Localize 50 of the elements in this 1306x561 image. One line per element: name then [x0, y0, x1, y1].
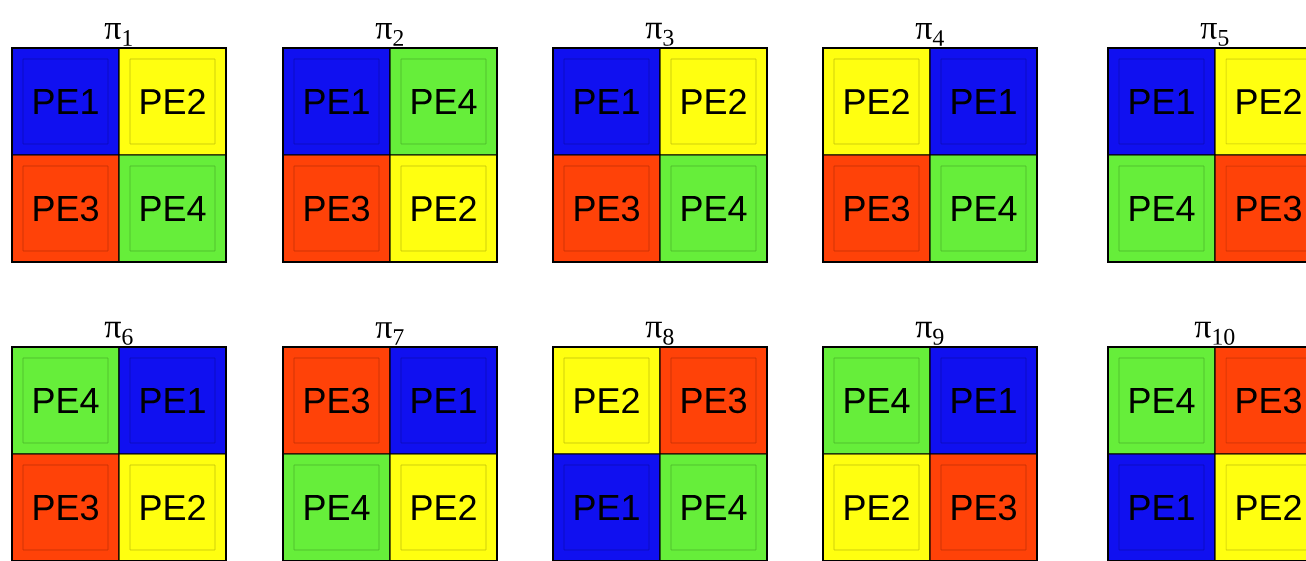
color-tile: PE1: [1107, 47, 1216, 156]
color-tile: PE1: [929, 346, 1038, 455]
color-tile: PE2: [822, 47, 931, 156]
color-tile: PE3: [1214, 154, 1306, 263]
color-tile: PE4: [282, 453, 391, 561]
color-tile: PE3: [659, 346, 768, 455]
color-tile: PE1: [552, 47, 661, 156]
color-tile: PE4: [118, 154, 227, 263]
color-tile: PE4: [822, 346, 931, 455]
color-tile: PE2: [822, 453, 931, 561]
color-tile: PE4: [659, 453, 768, 561]
color-tile: PE1: [389, 346, 498, 455]
color-tile: PE1: [929, 47, 1038, 156]
color-tile: PE4: [659, 154, 768, 263]
color-tile: PE2: [118, 47, 227, 156]
color-tile: PE3: [1214, 346, 1306, 455]
node-label: π$_{8}$: [645, 321, 674, 345]
color-tile: PE1: [1107, 453, 1216, 561]
color-tile: PE3: [552, 154, 661, 263]
node-label: π$_{3}$: [645, 22, 674, 46]
color-tile: PE2: [659, 47, 768, 156]
color-tile: PE1: [552, 453, 661, 561]
color-tile: PE3: [929, 453, 1038, 561]
color-tile: PE2: [389, 154, 498, 263]
color-tile: PE2: [552, 346, 661, 455]
color-tile: PE2: [389, 453, 498, 561]
color-tile: PE3: [822, 154, 931, 263]
color-tile: PE4: [11, 346, 120, 455]
node-label: π$_{5}$: [1200, 22, 1229, 46]
node-label: π$_{6}$: [104, 321, 133, 345]
color-tile: PE1: [282, 47, 391, 156]
color-tile: PE2: [118, 453, 227, 561]
color-tile: PE4: [1107, 346, 1216, 455]
color-tile: PE2: [1214, 453, 1306, 561]
color-tile: PE4: [389, 47, 498, 156]
color-tile: PE2: [1214, 47, 1306, 156]
color-tile: PE1: [11, 47, 120, 156]
node-label: π$_{1}$: [104, 23, 132, 46]
color-tile: PE4: [929, 154, 1038, 263]
color-tile: PE4: [1107, 154, 1216, 263]
color-tile: PE3: [282, 346, 391, 455]
color-tile: PE1: [118, 346, 227, 455]
node-label: π$_{4}$: [915, 23, 944, 46]
color-tile: PE3: [11, 453, 120, 561]
node-label: π$_{7}$: [375, 322, 404, 345]
color-tile: PE3: [282, 154, 391, 263]
node-label: π$_{10}$: [1194, 321, 1235, 345]
node-label: π$_{2}$: [375, 23, 403, 46]
color-tile: PE3: [11, 154, 120, 263]
node-label: π$_{9}$: [915, 321, 944, 345]
